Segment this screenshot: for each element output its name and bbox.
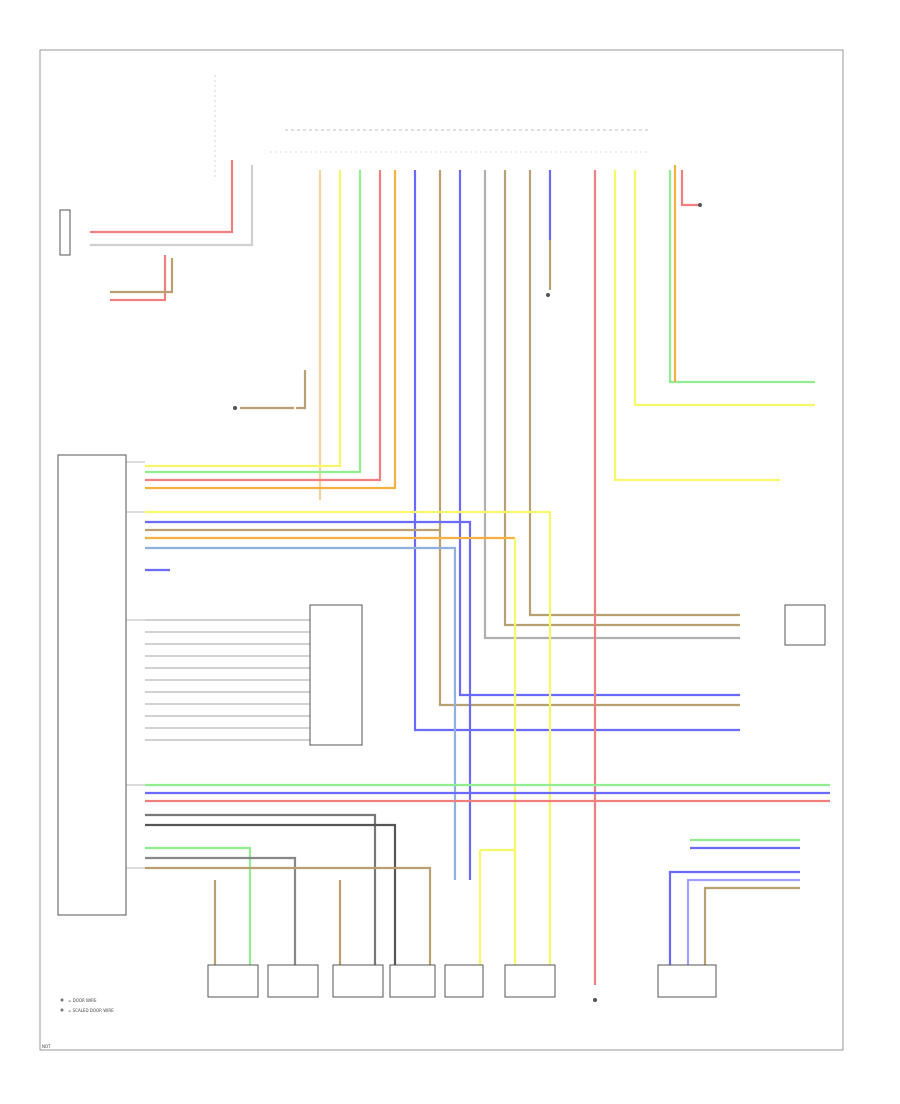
wire-gray-top-left (90, 165, 254, 247)
footer-label: NOT (42, 1044, 51, 1049)
wire-lightblue-run (145, 546, 457, 880)
wire-brown-2 (503, 170, 740, 627)
legend-dot-1 (60, 998, 64, 1002)
wire-blue-right3 (686, 878, 800, 965)
bottom-sensor-3 (332, 964, 384, 998)
legend-item-2: = SCALED DOOR WIRE (68, 1008, 114, 1013)
wire-brown-1 (438, 170, 740, 707)
wire-yellow-1 (145, 170, 342, 468)
component-boxes (57, 209, 826, 998)
control-module-box (57, 454, 127, 916)
wire-white-1 (145, 170, 297, 464)
bottom-switch-2 (444, 964, 484, 998)
legend-dot-2 (60, 1008, 64, 1012)
wire-dark-1 (145, 813, 377, 965)
wire-brown-3 (528, 170, 740, 617)
right-sensor-box (784, 604, 826, 646)
wire-red-top-left (90, 160, 234, 234)
wire-green-low (145, 846, 252, 965)
wire-blue-1 (413, 170, 740, 732)
module-harness-group (145, 510, 552, 985)
top-left-connector (59, 209, 71, 256)
module-pin-ticks (126, 461, 145, 869)
wire-brown-low (145, 866, 432, 965)
legend: = DOOR WIRE = SCALED DOOR WIRE (60, 998, 114, 1013)
gray-bus-group (145, 619, 310, 741)
bottom-sensor-1 (207, 964, 259, 998)
wire-red-1 (145, 170, 382, 482)
wire-gray-low (145, 856, 297, 965)
wire-blue-right2 (668, 870, 800, 965)
bottom-sensor-5 (657, 964, 717, 998)
right-switch-harness (668, 838, 800, 965)
bottom-sensor-4 (504, 964, 556, 998)
wire-green-2 (668, 170, 815, 384)
wire-red-2 (680, 170, 700, 207)
wire-blue-run (145, 520, 472, 880)
diagram-frame (39, 49, 844, 1051)
lower-harness-group (145, 813, 515, 965)
wire-dark-2 (145, 823, 397, 965)
wire-brown-right (703, 886, 800, 965)
wire-blue-2 (458, 170, 740, 697)
bottom-switch-1 (389, 964, 436, 998)
connector-block-box (309, 604, 363, 746)
terminal-marks (233, 203, 702, 1002)
wire-gray-1 (483, 170, 740, 640)
wire-green-1 (145, 170, 362, 474)
main-bus-group (145, 783, 830, 803)
wire-brown-sensor (240, 370, 307, 410)
wire-red-loop (110, 255, 167, 302)
wire-yellow-3 (633, 170, 815, 407)
legend-item-1: = DOOR WIRE (68, 998, 97, 1003)
wire-yellow-run (145, 510, 552, 985)
wire-yellow-2 (613, 170, 780, 482)
wire-orange-1 (145, 170, 397, 490)
wire-brown-loop (110, 258, 174, 294)
bottom-sensor-2 (267, 964, 319, 998)
upper-wire-group (90, 160, 815, 985)
